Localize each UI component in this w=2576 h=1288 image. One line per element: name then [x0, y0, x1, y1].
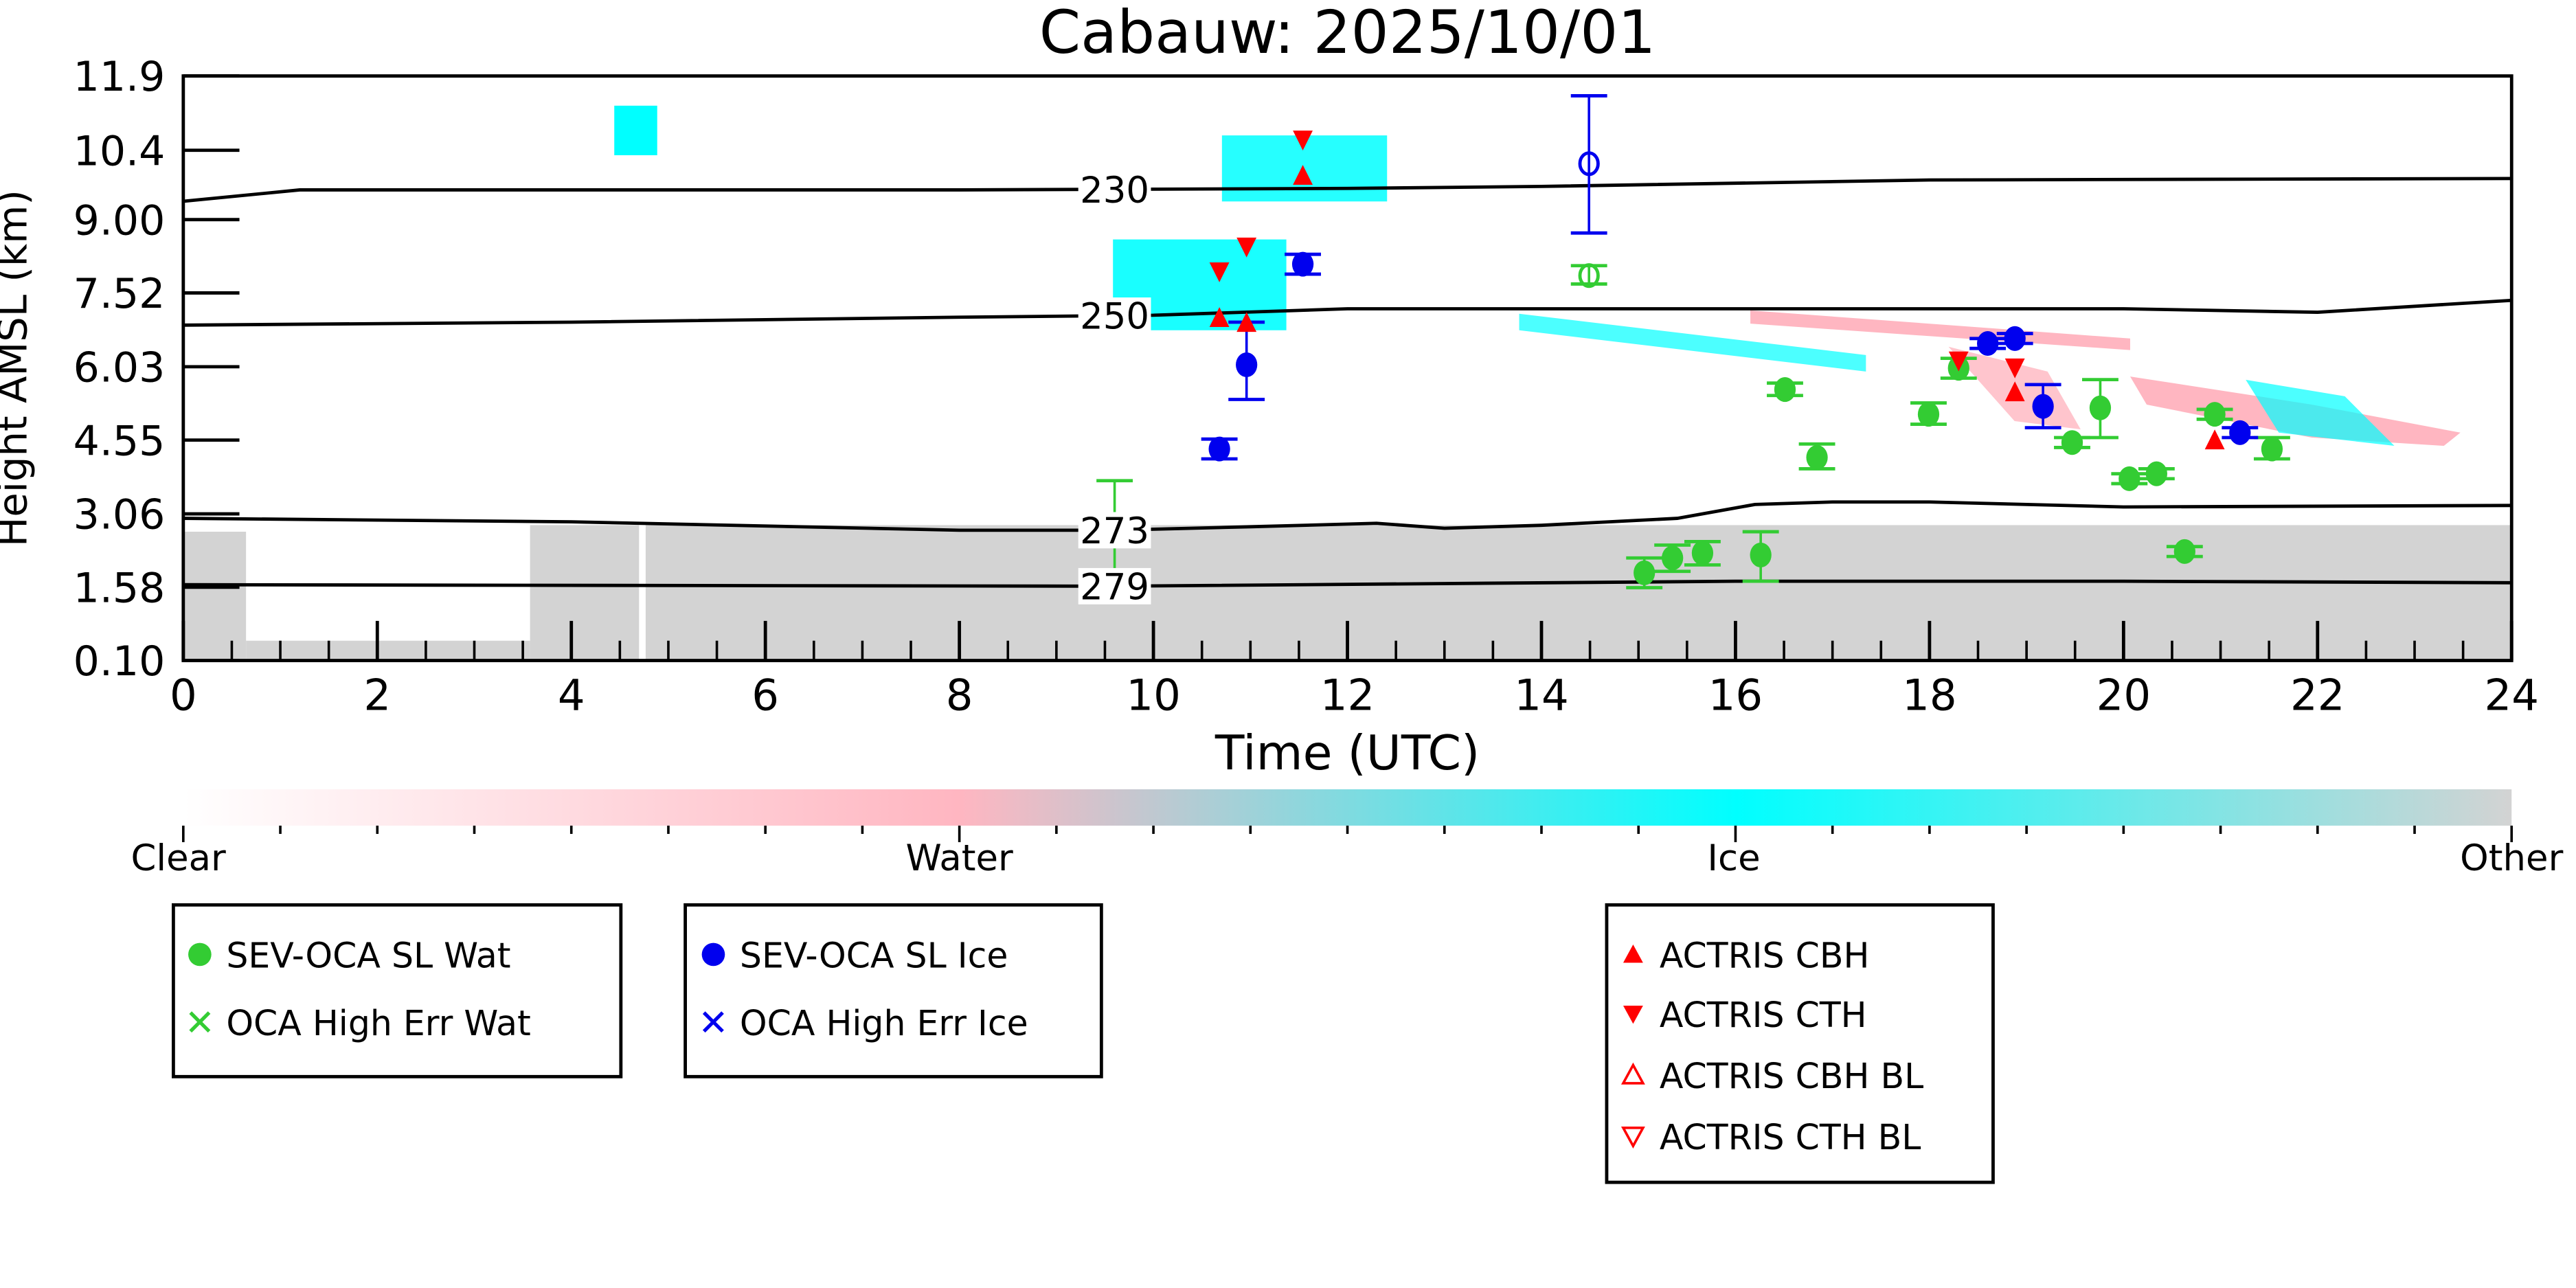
- y-tick-label: 10.4: [74, 127, 166, 175]
- x-tick-label: 16: [1708, 670, 1763, 721]
- legend-marker-triangle-down-open: [1620, 1127, 1645, 1149]
- sev-oca-sl-ice-point: [1236, 352, 1258, 378]
- contour-label-bg: [1078, 171, 1151, 208]
- legend-marker-triangle-down: [1623, 1005, 1643, 1024]
- temperature-contour-279: [183, 579, 2512, 588]
- contour-label: 279: [1080, 567, 1149, 609]
- x-tick-label: 6: [752, 670, 779, 721]
- sev-oca-sl-wat-point: [1806, 444, 1828, 470]
- temperature-contour-273: [183, 500, 2512, 532]
- y-tick-label: 0.10: [74, 637, 166, 686]
- oca-high-err-ice-point: [1578, 151, 1600, 177]
- sev-oca-sl-wat-point: [1750, 542, 1772, 567]
- legend-marker-triangle-up-open: [1620, 1062, 1645, 1085]
- contour-label-bg: [1078, 512, 1151, 549]
- legend-label: ACTRIS CBH: [1660, 936, 1870, 976]
- actris-cbh-point: [2004, 381, 2025, 402]
- contour-label: 250: [1080, 296, 1149, 338]
- x-tick-label: 24: [2484, 670, 2539, 721]
- legend-label: ACTRIS CTH BL: [1660, 1117, 1921, 1157]
- temperature-contour-250: [183, 298, 2512, 327]
- temperature-contour-230: [183, 177, 2512, 203]
- legend-label: OCA High Err Ice: [740, 1003, 1028, 1043]
- contour-label: 230: [1080, 170, 1149, 212]
- contour-label-bg: [1078, 297, 1151, 334]
- legend-marker-x: ✕: [185, 1002, 215, 1044]
- contour-label: 273: [1080, 510, 1149, 552]
- x-tick-label: 8: [946, 670, 973, 721]
- legend-marker-x: ✕: [698, 1002, 728, 1044]
- legend-marker-circle: [701, 942, 725, 967]
- legend-label: ACTRIS CBH BL: [1660, 1056, 1923, 1096]
- x-tick-label: 2: [363, 670, 391, 721]
- colorbar: [183, 789, 2512, 826]
- x-tick-label: 20: [2097, 670, 2151, 721]
- legend-label: ACTRIS CTH: [1660, 995, 1867, 1035]
- y-tick-label: 6.03: [74, 344, 166, 392]
- chart-title: Cabauw: 2025/10/01: [1039, 0, 1656, 67]
- x-tick-label: 12: [1320, 670, 1375, 721]
- actris-cbh-point: [1209, 307, 1230, 327]
- sev-oca-sl-wat-point: [2204, 402, 2226, 427]
- actris-cth-point: [1293, 131, 1313, 150]
- sev-oca-sl-wat-point: [1662, 545, 1684, 571]
- actris-cth-point: [1236, 237, 1257, 258]
- x-tick-label: 18: [1902, 670, 1957, 721]
- sev-oca-sl-ice-point: [2004, 326, 2026, 351]
- oca-high-err-wat-point: [1578, 263, 1600, 289]
- y-tick-label: 4.55: [74, 417, 166, 465]
- sev-oca-sl-wat-point: [2119, 466, 2140, 491]
- legend-marker-circle: [188, 942, 212, 967]
- actris-cbh-point: [2204, 429, 2225, 450]
- colorbar-label-clear: Clear: [131, 837, 226, 879]
- actris-cbh-point: [1293, 165, 1313, 185]
- x-tick-label: 4: [558, 670, 585, 721]
- sev-oca-sl-wat-point: [2145, 461, 2167, 486]
- contour-label-bg: [1078, 567, 1151, 605]
- sev-oca-sl-wat-point: [1634, 560, 1656, 585]
- x-tick-label: 22: [2290, 670, 2345, 721]
- sev-oca-sl-wat-point: [2089, 395, 2112, 420]
- sev-oca-sl-wat-point: [1917, 402, 1940, 427]
- y-tick-label: 7.52: [74, 270, 166, 318]
- sev-oca-sl-ice-point: [1208, 436, 1230, 462]
- colorbar-label-ice: Ice: [1707, 837, 1760, 879]
- sev-oca-sl-ice-point: [1977, 330, 1999, 357]
- legend-water: SEV-OCA SL Wat ✕ OCA High Err Wat: [172, 903, 623, 1078]
- legend-label: SEV-OCA SL Wat: [226, 936, 510, 976]
- sev-oca-sl-ice-point: [2032, 394, 2054, 419]
- colorbar-label-water: Water: [905, 837, 1013, 879]
- actris-cth-point: [1948, 351, 1969, 372]
- actris-cbh-point: [1236, 312, 1257, 332]
- legend-ice: SEV-OCA SL Ice ✕ OCA High Err Ice: [683, 903, 1103, 1078]
- y-axis-label: Height AMSL (km): [0, 190, 36, 547]
- sev-oca-sl-wat-point: [1774, 377, 1796, 403]
- y-tick-label: 1.58: [74, 564, 166, 612]
- x-tick-label: 10: [1126, 670, 1181, 721]
- sev-oca-sl-ice-point: [1291, 251, 1314, 277]
- actris-cth-point: [2004, 358, 2025, 379]
- y-tick-label: 3.06: [74, 491, 166, 539]
- x-axis-label: Time (UTC): [1214, 725, 1480, 781]
- legend-actris: ACTRIS CBH ACTRIS CTH ACTRIS CBH BL ACTR…: [1605, 903, 1995, 1184]
- sev-oca-sl-wat-point: [2261, 436, 2283, 462]
- sev-oca-sl-wat-point: [2061, 430, 2083, 455]
- legend-marker-triangle-up: [1623, 945, 1643, 963]
- x-tick-label: 0: [170, 670, 197, 721]
- sev-oca-sl-ice-point: [2229, 420, 2251, 445]
- y-tick-label: 11.9: [74, 53, 166, 101]
- colorbar-label-other: Other: [2460, 837, 2563, 879]
- y-tick-label: 9.00: [74, 196, 166, 245]
- x-tick-label: 14: [1514, 670, 1569, 721]
- actris-cth-point: [1209, 262, 1230, 282]
- sev-oca-sl-wat-point: [1691, 541, 1714, 566]
- legend-label: OCA High Err Wat: [226, 1003, 530, 1043]
- legend-label: SEV-OCA SL Ice: [740, 936, 1008, 976]
- sev-oca-sl-wat-point: [2173, 539, 2195, 564]
